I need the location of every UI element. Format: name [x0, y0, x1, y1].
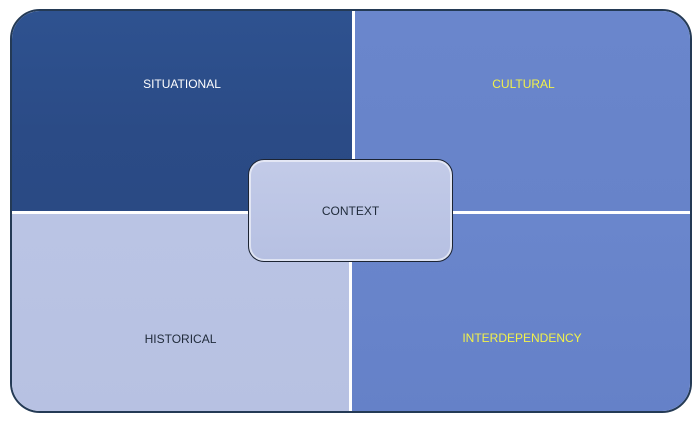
center-context-box: CONTEXT: [248, 159, 453, 262]
divider-top-vertical: [352, 11, 355, 214]
quadrant-situational-label: SITUATIONAL: [143, 77, 221, 91]
quadrant-interdependency: INTERDEPENDENCY: [352, 214, 690, 411]
divider-left-horizontal: [12, 211, 355, 214]
center-context-label: CONTEXT: [321, 203, 380, 218]
diagram-frame: SITUATIONAL CULTURAL HISTORICAL INTERDEP…: [10, 9, 692, 413]
divider-bottom-vertical: [349, 211, 352, 411]
quadrant-historical-label: HISTORICAL: [144, 331, 217, 346]
quadrant-interdependency-label: INTERDEPENDENCY: [462, 330, 582, 345]
quadrant-cultural-label: CULTURAL: [492, 77, 555, 91]
divider-right-horizontal: [349, 211, 690, 214]
